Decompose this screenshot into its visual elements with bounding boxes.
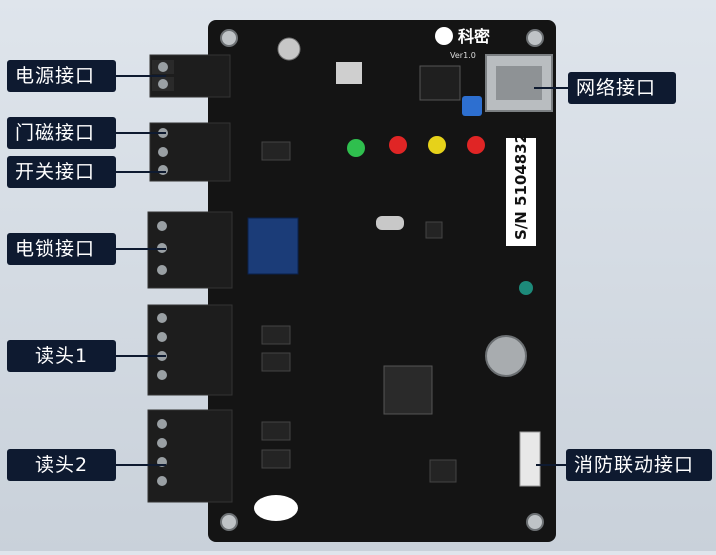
callout-network-port: 网络接口 [568,72,676,104]
crystal [376,216,404,230]
fire-link-connector [519,431,541,487]
relay [247,217,299,275]
brand-text: 科密 [458,27,490,46]
callout-power-port: 电源接口 [7,60,116,92]
callout-switch-port: 开关接口 [7,156,116,188]
callout-door-magnet-port: 门磁接口 [7,117,116,149]
qc-sticker [254,495,298,521]
small-ics [261,141,457,483]
serial-sticker: S/N 5104832 [506,133,536,246]
ethernet-jack [462,54,553,116]
callout-fire-link-port: 消防联动接口 [566,449,712,481]
capacitor [277,37,301,61]
callout-reader-1: 读头1 [7,340,116,372]
callout-electric-lock-port: 电锁接口 [7,233,116,265]
transformer-chip [419,65,461,101]
mcu-chip [383,365,433,415]
leader-lines [116,75,568,466]
status-leds [347,136,485,157]
version-text: Ver1.0 [450,51,476,60]
buzzer [519,281,533,295]
mounting-holes [220,29,544,531]
coin-battery [485,335,527,377]
brand-logo: 科密 Ver1.0 [435,27,490,60]
inductor [336,62,362,84]
terminal-blocks [147,54,233,503]
serial-number: S/N 5104832 [512,133,530,240]
callout-reader-2: 读头2 [7,449,116,481]
